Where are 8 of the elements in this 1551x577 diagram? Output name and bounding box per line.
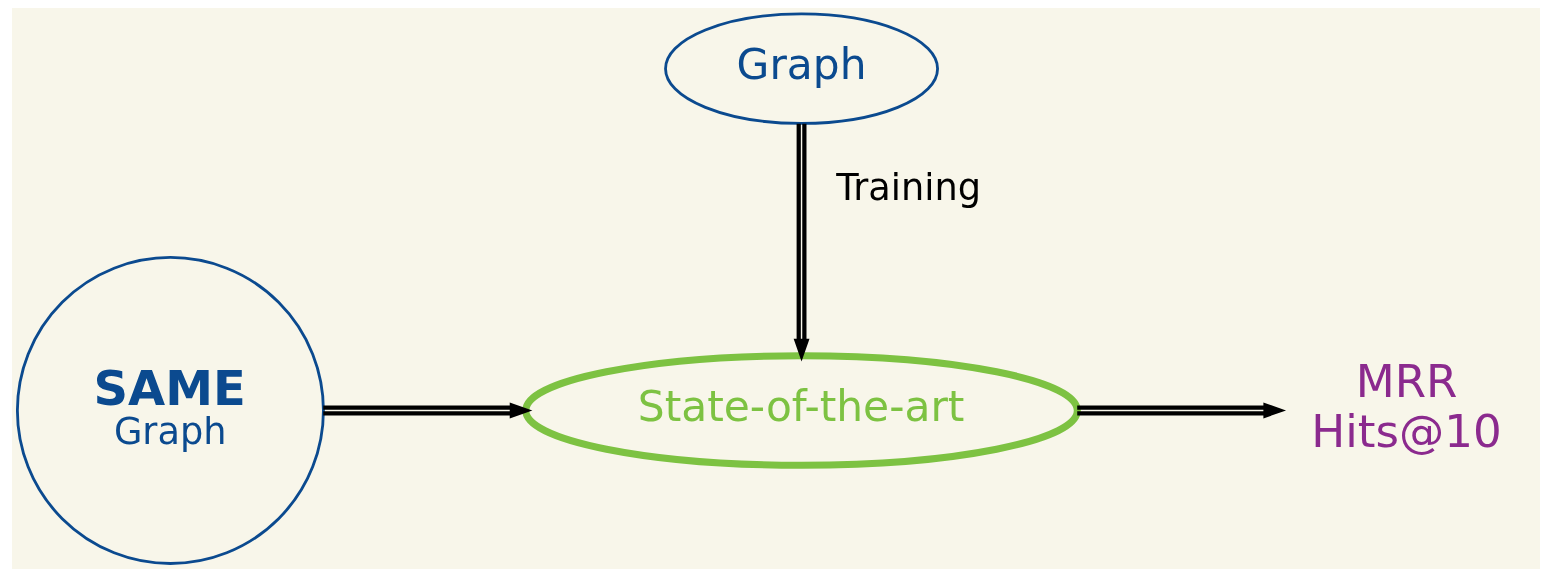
edge-label: Training	[835, 166, 981, 210]
arrow	[793, 123, 809, 362]
node-ellipse: Graph	[663, 12, 939, 125]
node-text: MRR Hits@10	[1310, 355, 1502, 458]
arrow	[322, 402, 532, 419]
node-ellipse: State-of-the-art	[521, 352, 1081, 469]
arrow	[1076, 402, 1286, 419]
node-circle: SAME Graph	[15, 256, 325, 565]
